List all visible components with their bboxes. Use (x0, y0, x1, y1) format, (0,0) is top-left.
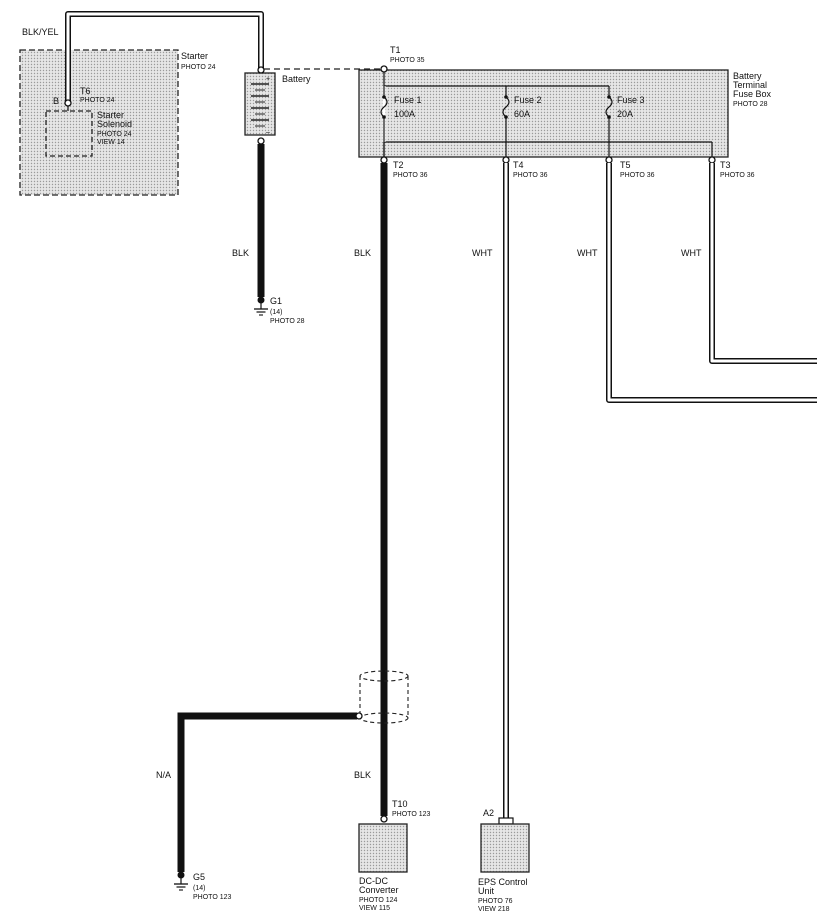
fuse1-label: Fuse 1 (394, 95, 422, 105)
eps-box (480, 823, 530, 873)
g1-label: G1 (270, 296, 282, 306)
solenoid-pin-dot (64, 99, 72, 107)
t1-photo: PHOTO 35 (390, 57, 425, 64)
wire-blk-yel: BLK/YEL (22, 11, 264, 107)
wire-wht-t4-label: WHT (472, 248, 493, 258)
fuse3-label: Fuse 3 (617, 95, 645, 105)
t2-photo: PHOTO 36 (393, 172, 428, 179)
wire-wht-t4: WHT (472, 163, 509, 818)
wire-wht-t5-label: WHT (577, 248, 598, 258)
battery-label: Battery (282, 74, 311, 84)
dcdc-box (358, 823, 408, 873)
solenoid-terminal-label: T6 (80, 86, 91, 96)
wire-blk-t2-label: BLK (354, 248, 371, 258)
eps-photo: PHOTO 76 (478, 898, 513, 905)
fuse2-rating: 60A (514, 109, 530, 119)
fuse-box-photo: PHOTO 28 (733, 101, 768, 108)
fuse-box-name-1: Battery (733, 71, 762, 81)
starter-solenoid-box (45, 110, 93, 157)
dcdc-view: VIEW 115 (359, 905, 390, 912)
ground-g1: G1 (14) PHOTO 28 (254, 296, 305, 325)
g5-label: G5 (193, 872, 205, 882)
wire-blk-battery-label: BLK (232, 248, 249, 258)
fuse1-rating: 100A (394, 109, 415, 119)
wire-na: N/A (156, 712, 363, 872)
eps-view: VIEW 218 (478, 906, 510, 913)
solenoid-view: VIEW 14 (97, 139, 125, 146)
fuse3-rating: 20A (617, 109, 633, 119)
fuse-box: Battery Terminal Fuse Box PHOTO 28 T1 PH… (358, 45, 772, 179)
wire-blk-t2: BLK BLK (354, 163, 388, 816)
t4-label: T4 (513, 160, 524, 170)
wire-blk-battery: BLK (232, 144, 265, 297)
dcdc-name-1: DC-DC (359, 876, 388, 886)
solenoid-pin-label: B (53, 96, 59, 106)
t4-photo: PHOTO 36 (513, 172, 548, 179)
wire-blk-t10-label: BLK (354, 770, 371, 780)
starter-label: Starter (181, 51, 208, 61)
battery-plus: + (266, 76, 270, 83)
t5-label: T5 (620, 160, 631, 170)
ground-g5: G5 (14) PHOTO 123 (174, 871, 231, 901)
t2-label: T2 (393, 160, 404, 170)
eps-name-1: EPS Control (478, 877, 528, 887)
solenoid-name-2: Solenoid (97, 119, 132, 129)
fuse2-label: Fuse 2 (514, 95, 542, 105)
dcdc-name-2: Converter (359, 885, 399, 895)
t1-label: T1 (390, 45, 401, 55)
battery-minus: – (266, 129, 270, 136)
dcdc-converter: T10 PHOTO 123 DC-DC Converter PHOTO 124 … (358, 799, 430, 912)
g1-photo: PHOTO 28 (270, 318, 305, 325)
t10-label: T10 (392, 799, 408, 809)
t1-dot (380, 65, 388, 73)
wire-blk-yel-label: BLK/YEL (22, 27, 59, 37)
wire-wht-t3-label: WHT (681, 248, 702, 258)
g5-num: (14) (193, 885, 205, 892)
eps-name-2: Unit (478, 886, 495, 896)
wire-na-label: N/A (156, 770, 171, 780)
eps-control-unit: A2 EPS Control Unit PHOTO 76 VIEW 218 (478, 808, 530, 913)
starter-solenoid: B T6 PHOTO 24 Starter Solenoid PHOTO 24 … (45, 86, 132, 157)
solenoid-terminal-photo: PHOTO 24 (80, 97, 115, 104)
solenoid-photo: PHOTO 24 (97, 131, 132, 138)
fuse-box-name-3: Fuse Box (733, 89, 772, 99)
starter-photo: PHOTO 24 (181, 64, 216, 71)
wire-wht-t3: WHT (681, 163, 817, 364)
solenoid-name-1: Starter (97, 110, 124, 120)
t3-label: T3 (720, 160, 731, 170)
a2-label: A2 (483, 808, 494, 818)
g1-num: (14) (270, 309, 282, 316)
wire-wht-t5: WHT (577, 163, 817, 403)
dcdc-photo: PHOTO 124 (359, 897, 397, 904)
battery: + – Battery (244, 66, 311, 145)
t5-photo: PHOTO 36 (620, 172, 655, 179)
fuse-box-name-2: Terminal (733, 80, 767, 90)
t3-photo: PHOTO 36 (720, 172, 755, 179)
g5-photo: PHOTO 123 (193, 894, 231, 901)
t10-photo: PHOTO 123 (392, 811, 430, 818)
